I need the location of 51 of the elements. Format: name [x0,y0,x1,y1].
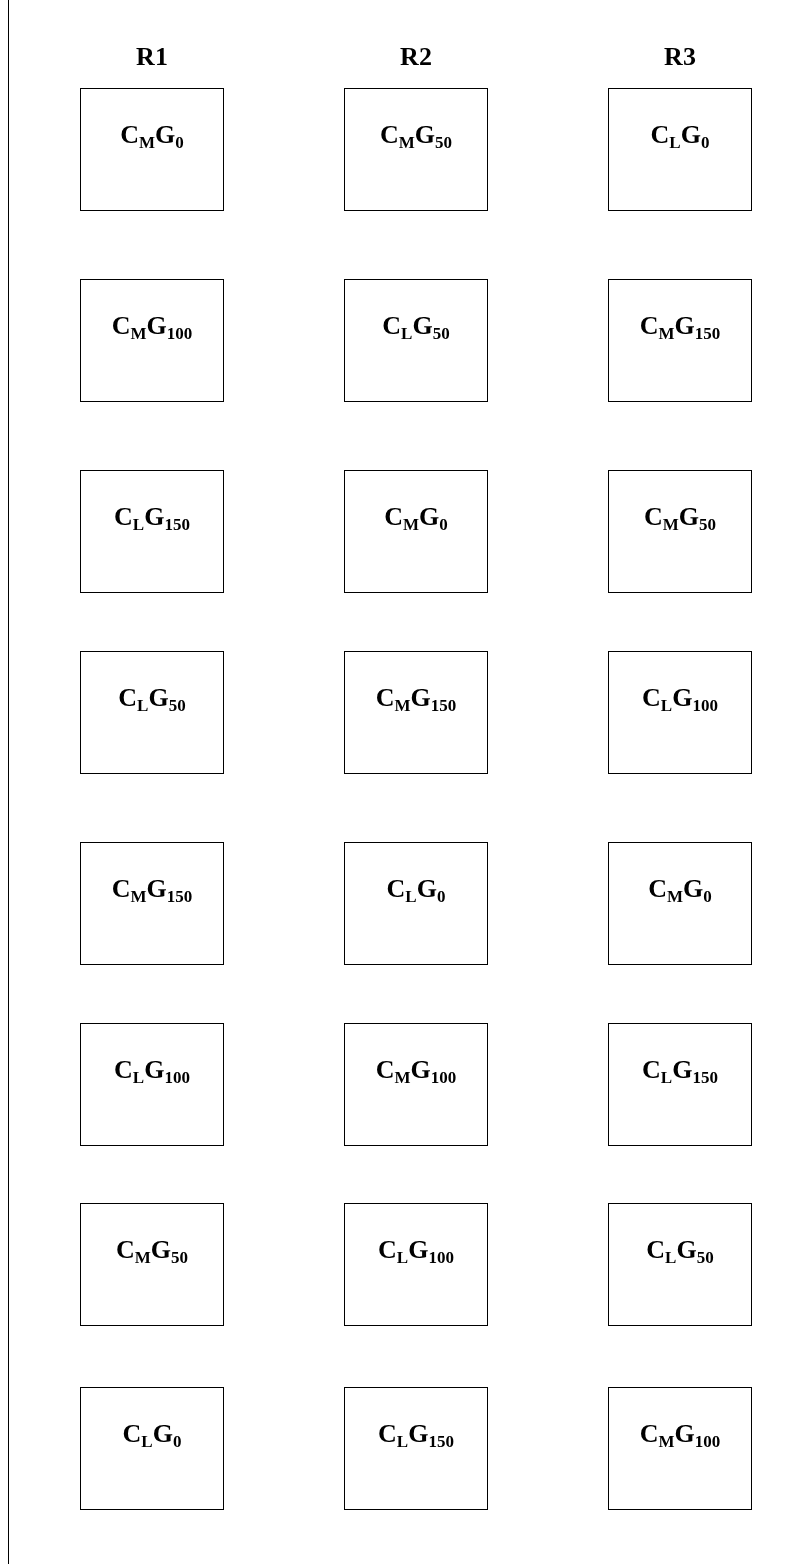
treatment-label: C$_{M}$G$_{50}$ [642,501,718,533]
treatment-label: C$_{M}$G$_{150}$ [374,682,458,714]
plot-box [608,88,752,211]
plot-box [80,279,224,402]
treatment-label: C$_{L}$G$_{50}$ [117,682,187,714]
plot-box [344,651,488,774]
treatment-label: C$_{M}$G$_{50}$ [114,1234,190,1266]
plot-box [344,470,488,593]
treatment-label: C$_{M}$G$_{100}$ [638,1418,722,1450]
plot-box [608,651,752,774]
plot-box [608,1203,752,1326]
treatment-label: C$_{L}$G$_{0}$ [385,873,447,905]
treatment-label: C$_{L}$G$_{150}$ [113,501,191,533]
treatment-label: C$_{M}$G$_{150}$ [110,873,194,905]
treatment-label: C$_{M}$G$_{0}$ [119,119,185,151]
column-heading: R2 [399,42,433,72]
plot-box [608,470,752,593]
treatment-label: C$_{L}$G$_{50}$ [381,310,451,342]
treatment-label: C$_{L}$G$_{50}$ [645,1234,715,1266]
column-heading: R1 [135,42,169,72]
plot-box [80,1023,224,1146]
treatment-label: C$_{M}$G$_{50}$ [378,119,454,151]
plot-box [608,1387,752,1510]
treatment-label: C$_{M}$G$_{0}$ [647,873,713,905]
treatment-label: C$_{L}$G$_{100}$ [113,1054,191,1086]
treatment-label: C$_{M}$G$_{100}$ [110,310,194,342]
treatment-label: C$_{L}$G$_{150}$ [641,1054,719,1086]
plot-box [80,88,224,211]
plot-box [608,1023,752,1146]
treatment-label: C$_{M}$G$_{150}$ [638,310,722,342]
plot-box [80,651,224,774]
plot-box [344,88,488,211]
treatment-label: C$_{M}$G$_{100}$ [374,1054,458,1086]
plot-box [344,279,488,402]
treatment-label: C$_{L}$G$_{0}$ [121,1418,183,1450]
plot-box [344,1203,488,1326]
column-heading: R3 [663,42,697,72]
treatment-label: C$_{L}$G$_{100}$ [377,1234,455,1266]
plot-box [344,1023,488,1146]
treatment-label: C$_{L}$G$_{100}$ [641,682,719,714]
plot-box [80,842,224,965]
plot-box [344,1387,488,1510]
plot-box [608,279,752,402]
plot-box [80,470,224,593]
treatment-label: C$_{L}$G$_{0}$ [649,119,711,151]
plot-box [80,1387,224,1510]
plot-box [80,1203,224,1326]
plot-box [344,842,488,965]
treatment-label: C$_{M}$G$_{0}$ [383,501,449,533]
plot-box [608,842,752,965]
treatment-label: C$_{L}$G$_{150}$ [377,1418,455,1450]
